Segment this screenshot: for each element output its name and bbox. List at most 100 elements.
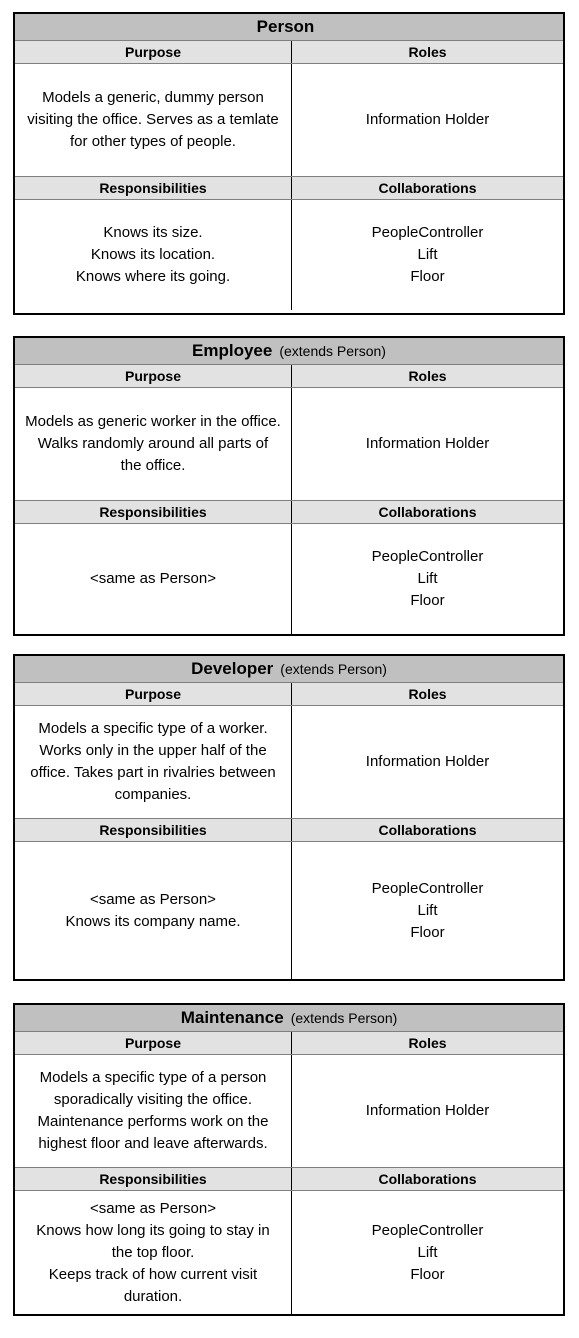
roles-header: Roles xyxy=(408,44,447,60)
role-value: Information Holder xyxy=(365,753,490,770)
resp-collab-header: Responsibilities Collaborations xyxy=(15,501,563,524)
purpose-header: Purpose xyxy=(15,1032,292,1054)
roles-header: Roles xyxy=(408,1035,447,1051)
purpose-roles-header: Purpose Roles xyxy=(15,365,563,388)
role-value: Information Holder xyxy=(365,435,490,452)
responsibility-line: Knows where its going. xyxy=(75,268,231,285)
responsibility-line: Knows its size. xyxy=(103,224,203,241)
crc-card-developer: Developer (extends Person) Purpose Roles… xyxy=(13,654,565,981)
collaborations-text: PeopleController Lift Floor xyxy=(292,200,563,310)
purpose-line: Works only in the upper half of the xyxy=(39,742,267,759)
card-extends: (extends Person) xyxy=(279,343,386,359)
collaborations-text: PeopleController Lift Floor xyxy=(292,1191,563,1314)
resp-collab-header: Responsibilities Collaborations xyxy=(15,819,563,842)
responsibility-line: Keeps track of how current visit xyxy=(48,1265,258,1283)
responsibility-line: Knows its location. xyxy=(90,246,216,263)
responsibilities-header: Responsibilities xyxy=(15,1168,292,1190)
card-title: Employee xyxy=(192,341,273,360)
card-title: Maintenance xyxy=(180,1008,284,1027)
resp-collab-row: <same as Person> PeopleController Lift F… xyxy=(15,524,563,634)
roles-text: Information Holder xyxy=(292,388,563,500)
resp-collab-row: <same as Person> Knows its company name.… xyxy=(15,842,563,979)
crc-card-maintenance: Maintenance (extends Person) Purpose Rol… xyxy=(13,1003,565,1316)
crc-card-employee: Employee (extends Person) Purpose Roles … xyxy=(13,336,565,636)
purpose-line: Walks randomly around all parts of xyxy=(37,435,269,452)
purpose-line: sporadically visiting the office. xyxy=(53,1091,253,1108)
purpose-roles-row: Models a specific type of a person spora… xyxy=(15,1055,563,1168)
collaborator: PeopleController xyxy=(371,1221,484,1239)
card-extends: (extends Person) xyxy=(290,1010,398,1026)
purpose-line: companies. xyxy=(114,786,192,803)
responsibility-line: the top floor. xyxy=(111,1243,195,1261)
responsibility-line: duration. xyxy=(123,1287,183,1305)
collaborations-header: Collaborations xyxy=(378,822,477,838)
card-title: Developer xyxy=(191,659,274,678)
purpose-text: Models a generic, dummy person visiting … xyxy=(15,64,292,176)
card-title-row: Developer (extends Person) xyxy=(15,656,563,683)
responsibility-line: <same as Person> xyxy=(90,890,216,908)
collaborations-header: Collaborations xyxy=(378,1171,477,1187)
purpose-header: Purpose xyxy=(15,41,292,63)
collaborator: Lift xyxy=(417,1243,438,1261)
roles-header: Roles xyxy=(408,368,447,384)
purpose-line: Models as generic worker in the office. xyxy=(25,413,281,430)
resp-collab-header: Responsibilities Collaborations xyxy=(15,1168,563,1191)
resp-collab-header: Responsibilities Collaborations xyxy=(15,177,563,200)
purpose-line: Models a specific type of a worker. xyxy=(38,720,268,737)
responsibilities-header: Responsibilities xyxy=(15,819,292,841)
purpose-roles-header: Purpose Roles xyxy=(15,1032,563,1055)
purpose-line: for other types of people. xyxy=(70,133,236,150)
responsibility-line: <same as Person> xyxy=(90,570,216,587)
card-title-row: Employee (extends Person) xyxy=(15,338,563,365)
purpose-text: Models a specific type of a worker. Work… xyxy=(15,706,292,818)
collaborations-header: Collaborations xyxy=(378,180,477,196)
purpose-line: visiting the office. Serves as a temlate xyxy=(27,111,279,128)
crc-card-person: Person Purpose Roles Models a generic, d… xyxy=(13,12,565,315)
roles-header: Roles xyxy=(408,686,447,702)
purpose-line: Maintenance performs work on the xyxy=(37,1113,269,1130)
collaborator: PeopleController xyxy=(371,548,484,565)
resp-collab-row: Knows its size. Knows its location. Know… xyxy=(15,200,563,310)
purpose-line: Models a generic, dummy person xyxy=(42,89,264,106)
collaborator: Floor xyxy=(410,592,445,609)
card-title-row: Maintenance (extends Person) xyxy=(15,1005,563,1032)
purpose-roles-header: Purpose Roles xyxy=(15,683,563,706)
roles-text: Information Holder xyxy=(292,706,563,818)
role-value: Information Holder xyxy=(365,1102,490,1119)
purpose-roles-row: Models a generic, dummy person visiting … xyxy=(15,64,563,177)
responsibilities-text: Knows its size. Knows its location. Know… xyxy=(15,200,292,310)
card-extends: (extends Person) xyxy=(280,661,387,677)
purpose-text: Models a specific type of a person spora… xyxy=(15,1055,292,1167)
roles-text: Information Holder xyxy=(292,64,563,176)
purpose-roles-header: Purpose Roles xyxy=(15,41,563,64)
resp-collab-row: <same as Person> Knows how long its goin… xyxy=(15,1191,563,1314)
responsibilities-text: <same as Person> xyxy=(15,524,292,634)
purpose-line: office. Takes part in rivalries between xyxy=(30,764,276,781)
collaborator: Lift xyxy=(417,570,438,587)
roles-text: Information Holder xyxy=(292,1055,563,1167)
responsibility-line: Knows its company name. xyxy=(65,912,241,930)
purpose-header: Purpose xyxy=(15,683,292,705)
card-title-row: Person xyxy=(15,14,563,41)
collaborator: Floor xyxy=(410,268,445,285)
responsibilities-text: <same as Person> Knows how long its goin… xyxy=(15,1191,292,1314)
collaborations-header: Collaborations xyxy=(378,504,477,520)
purpose-line: the office. xyxy=(120,457,186,474)
collaborations-text: PeopleController Lift Floor xyxy=(292,842,563,979)
purpose-roles-row: Models a specific type of a worker. Work… xyxy=(15,706,563,819)
collaborator: Floor xyxy=(410,923,445,941)
responsibilities-header: Responsibilities xyxy=(15,177,292,199)
role-value: Information Holder xyxy=(365,111,490,128)
responsibility-line: <same as Person> xyxy=(90,1199,216,1217)
responsibility-line: Knows how long its going to stay in xyxy=(36,1221,270,1239)
collaborator: Lift xyxy=(417,246,438,263)
purpose-text: Models as generic worker in the office. … xyxy=(15,388,292,500)
purpose-roles-row: Models as generic worker in the office. … xyxy=(15,388,563,501)
purpose-header: Purpose xyxy=(15,365,292,387)
purpose-line: highest floor and leave afterwards. xyxy=(38,1135,268,1152)
collaborations-text: PeopleController Lift Floor xyxy=(292,524,563,634)
card-title: Person xyxy=(256,17,315,36)
collaborator: PeopleController xyxy=(371,879,484,897)
responsibilities-header: Responsibilities xyxy=(15,501,292,523)
collaborator: PeopleController xyxy=(371,224,484,241)
